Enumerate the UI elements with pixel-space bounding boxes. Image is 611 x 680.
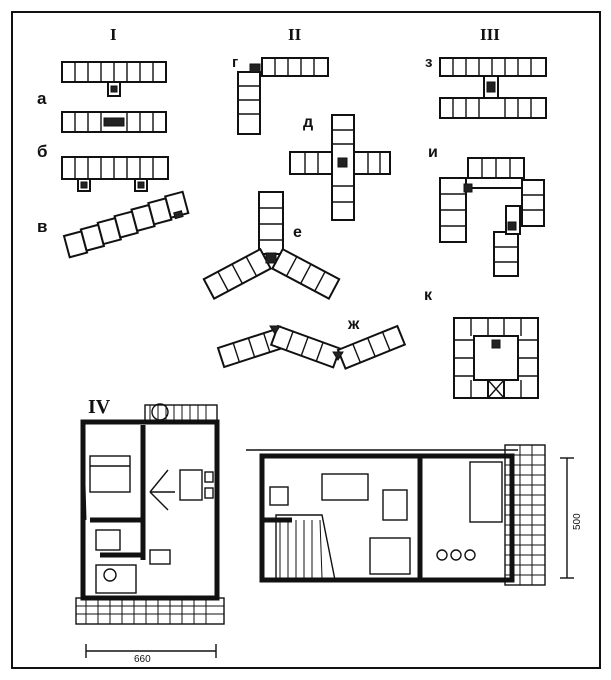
scheme-label-v: в [37, 217, 47, 236]
scheme-label-zh: ж [347, 316, 360, 333]
figure-frame [11, 11, 601, 669]
scheme-e [202, 191, 341, 300]
group-label-I: I [110, 25, 117, 44]
scheme-k [453, 317, 539, 399]
group-label-II: II [288, 25, 302, 44]
scheme-z [439, 57, 547, 119]
scheme-label-e: е [293, 224, 302, 241]
dimension-width: 660 [134, 654, 151, 665]
scheme-label-z: з [425, 54, 432, 71]
scheme-a [61, 61, 167, 133]
scheme-g [237, 57, 329, 135]
dimension-height: 500 [572, 513, 583, 530]
scheme-label-a: а [37, 89, 47, 108]
plan-right: 500 [246, 444, 583, 586]
group-label-IV: IV [88, 396, 111, 418]
scheme-d [289, 114, 391, 221]
plan-left: 660 [75, 403, 225, 665]
scheme-label-i: и [428, 144, 438, 161]
scheme-b [61, 156, 169, 192]
scheme-v [62, 190, 190, 259]
group-label-III: III [480, 25, 500, 44]
scheme-label-k: к [424, 287, 433, 304]
scheme-zh [216, 324, 407, 370]
scheme-label-g: г [232, 54, 238, 71]
scheme-label-d: д [303, 114, 313, 131]
scheme-i [439, 157, 545, 277]
scheme-label-b: б [37, 142, 48, 161]
